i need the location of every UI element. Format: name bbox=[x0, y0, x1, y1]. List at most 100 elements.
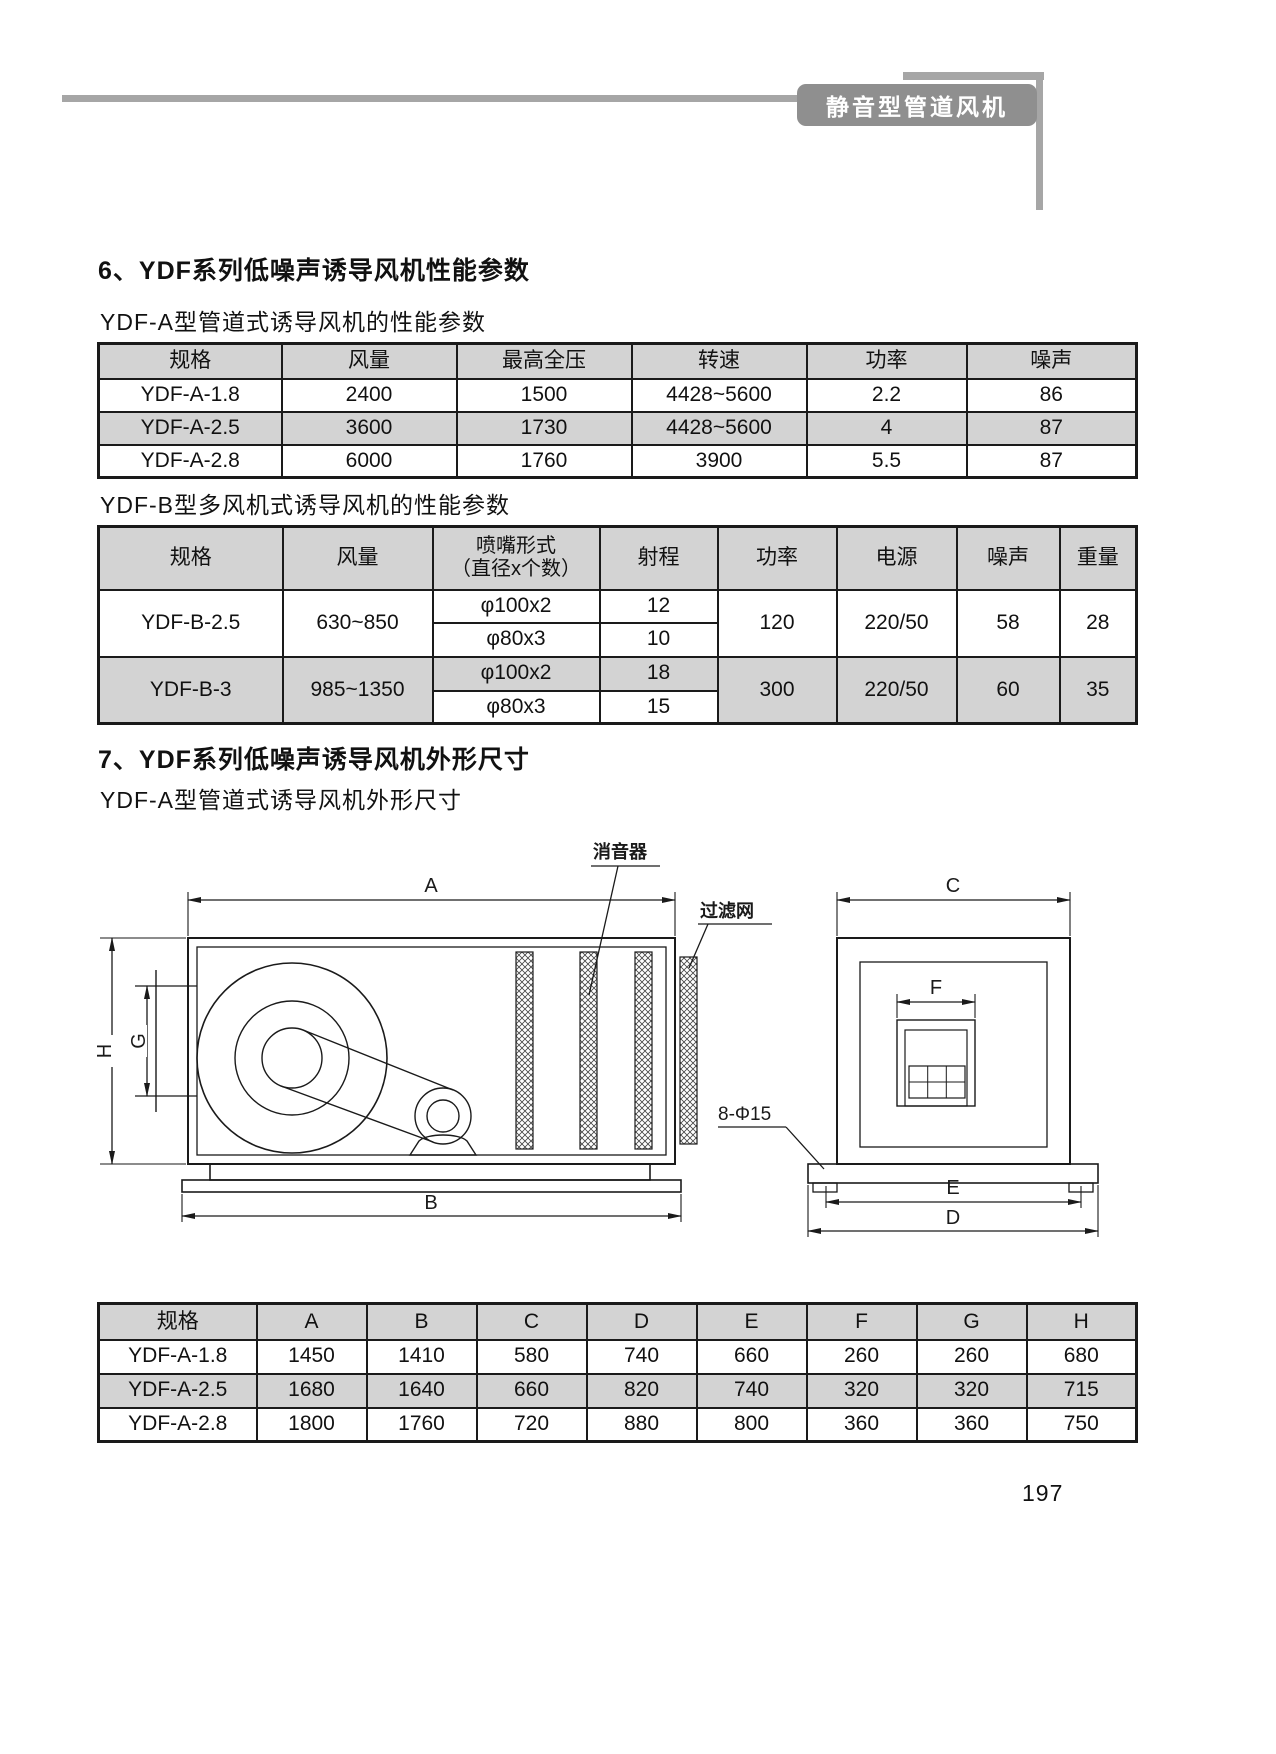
cell: 720 bbox=[475, 1406, 588, 1443]
section6-title: 6、YDF系列低噪声诱导风机性能参数 bbox=[98, 257, 530, 285]
dim-label-g: G bbox=[128, 1033, 150, 1049]
cell: 880 bbox=[585, 1406, 698, 1443]
dim-label-f: F bbox=[930, 977, 942, 999]
table-row: YDF-A-1.8 2400 1500 4428~5600 2.2 86 bbox=[97, 377, 1138, 413]
column-header: 电源 bbox=[835, 525, 958, 591]
table-row: YDF-A-2.5 3600 1730 4428~5600 4 87 bbox=[97, 410, 1138, 446]
column-header: B bbox=[365, 1302, 478, 1341]
cell: YDF-B-2.5 bbox=[97, 588, 284, 658]
header-badge-label: 静音型管道风机 bbox=[826, 94, 1008, 120]
table-header-row: 规格 A B C D E F G H bbox=[97, 1302, 1138, 1341]
dimension-labels: A B C D E F G H bbox=[94, 875, 960, 1229]
cell: 630~850 bbox=[281, 588, 434, 658]
table-row: YDF-B-2.5 630~850 φ100x2 12 120 220/50 5… bbox=[97, 588, 1138, 658]
column-header: A bbox=[255, 1302, 368, 1341]
column-header: H bbox=[1025, 1302, 1138, 1341]
cell: 1410 bbox=[365, 1338, 478, 1375]
cell: 660 bbox=[695, 1338, 808, 1375]
cell: 260 bbox=[915, 1338, 1028, 1375]
cell: 12 bbox=[598, 588, 719, 624]
cell: 86 bbox=[965, 377, 1138, 413]
table-a-caption: YDF-A型管道式诱导风机的性能参数 bbox=[100, 309, 486, 335]
cell: YDF-A-2.8 bbox=[97, 1406, 258, 1443]
cell: 1760 bbox=[365, 1406, 478, 1443]
cell: 360 bbox=[805, 1406, 918, 1443]
cell: 6000 bbox=[280, 443, 458, 479]
section7-title: 7、YDF系列低噪声诱导风机外形尺寸 bbox=[98, 746, 530, 774]
table-row: YDF-B-3 985~1350 φ100x2 18 300 220/50 60… bbox=[97, 655, 1138, 725]
side-view bbox=[135, 937, 698, 1193]
cell: 58 bbox=[955, 588, 1061, 658]
column-header: 喷嘴形式 （直径x个数） bbox=[431, 525, 601, 591]
cell: 260 bbox=[805, 1338, 918, 1375]
dimension-drawing: A B C D E F G H 消音器 过滤网 8-Φ15 bbox=[94, 841, 1099, 1237]
cell: 4428~5600 bbox=[630, 377, 808, 413]
performance-table-b: 规格 风量 喷嘴形式 （直径x个数） 射程 功率 电源 噪声 重量 YDF-B-… bbox=[97, 525, 1138, 725]
cell: 580 bbox=[475, 1338, 588, 1375]
column-header: 风量 bbox=[281, 525, 434, 591]
cell: YDF-A-1.8 bbox=[97, 1338, 258, 1375]
cell: φ80x3 bbox=[431, 689, 601, 725]
table-header-row: 规格 风量 最高全压 转速 功率 噪声 bbox=[97, 342, 1138, 380]
cell: 800 bbox=[695, 1406, 808, 1443]
column-header: G bbox=[915, 1302, 1028, 1341]
header-vertical-rule bbox=[1036, 72, 1043, 210]
column-header: 转速 bbox=[630, 342, 808, 380]
cell: 220/50 bbox=[835, 588, 958, 658]
cell: YDF-B-3 bbox=[97, 655, 284, 725]
cell: 3600 bbox=[280, 410, 458, 446]
cell: 680 bbox=[1025, 1338, 1138, 1375]
cell: 1640 bbox=[365, 1372, 478, 1409]
cell: 4428~5600 bbox=[630, 410, 808, 446]
label-pad bbox=[129, 1025, 147, 1057]
cell: 87 bbox=[965, 410, 1138, 446]
cell: 15 bbox=[598, 689, 719, 725]
cell: 1730 bbox=[455, 410, 633, 446]
drawing-caption: YDF-A型管道式诱导风机外形尺寸 bbox=[100, 787, 462, 813]
column-header: E bbox=[695, 1302, 808, 1341]
cell: 60 bbox=[955, 655, 1061, 725]
table-row: YDF-A-2.8 1800 1760 720 880 800 360 360 … bbox=[97, 1406, 1138, 1443]
cell: φ80x3 bbox=[431, 621, 601, 658]
muffler-label: 消音器 bbox=[593, 841, 648, 862]
column-header: D bbox=[585, 1302, 698, 1341]
column-header: 风量 bbox=[280, 342, 458, 380]
cell: YDF-A-1.8 bbox=[97, 377, 283, 413]
cell: 715 bbox=[1025, 1372, 1138, 1409]
cell: 320 bbox=[915, 1372, 1028, 1409]
column-header: F bbox=[805, 1302, 918, 1341]
dim-label-a: A bbox=[424, 875, 438, 897]
table-row: YDF-A-2.8 6000 1760 3900 5.5 87 bbox=[97, 443, 1138, 479]
nozzle-header-line2: （直径x个数） bbox=[451, 558, 581, 581]
cell: YDF-A-2.5 bbox=[97, 410, 283, 446]
cell: 660 bbox=[475, 1372, 588, 1409]
cell: 28 bbox=[1058, 588, 1138, 658]
dim-label-e: E bbox=[946, 1177, 959, 1199]
column-header: 功率 bbox=[716, 525, 838, 591]
cell: 87 bbox=[965, 443, 1138, 479]
dim-label-h: H bbox=[94, 1044, 116, 1058]
table-row: φ80x3 15 bbox=[99, 689, 1137, 725]
dimension-lines bbox=[109, 897, 1099, 1234]
cell: 4 bbox=[805, 410, 968, 446]
cell: 360 bbox=[915, 1406, 1028, 1443]
dimensions-table: 规格 A B C D E F G H YDF-A-1.8 1450 1410 5… bbox=[97, 1302, 1138, 1443]
cell: 1800 bbox=[255, 1406, 368, 1443]
column-header: 噪声 bbox=[965, 342, 1138, 380]
part-labels: 消音器 过滤网 bbox=[593, 841, 754, 921]
performance-table-a: 规格 风量 最高全压 转速 功率 噪声 YDF-A-1.8 2400 1500 … bbox=[97, 342, 1138, 479]
cell: 120 bbox=[716, 588, 838, 658]
cell: YDF-A-2.8 bbox=[97, 443, 283, 479]
cell: 35 bbox=[1058, 655, 1138, 725]
cell: 300 bbox=[716, 655, 838, 725]
cell: 1760 bbox=[455, 443, 633, 479]
nozzle-header-line1: 喷嘴形式 bbox=[476, 535, 556, 558]
cell: 820 bbox=[585, 1372, 698, 1409]
header-top-bar bbox=[903, 72, 1044, 80]
cell: 18 bbox=[598, 655, 719, 692]
cell: 2.2 bbox=[805, 377, 968, 413]
cell: 10 bbox=[598, 621, 719, 658]
column-header: 重量 bbox=[1058, 525, 1138, 591]
table-b-caption: YDF-B型多风机式诱导风机的性能参数 bbox=[100, 492, 510, 518]
cell: 1450 bbox=[255, 1338, 368, 1375]
